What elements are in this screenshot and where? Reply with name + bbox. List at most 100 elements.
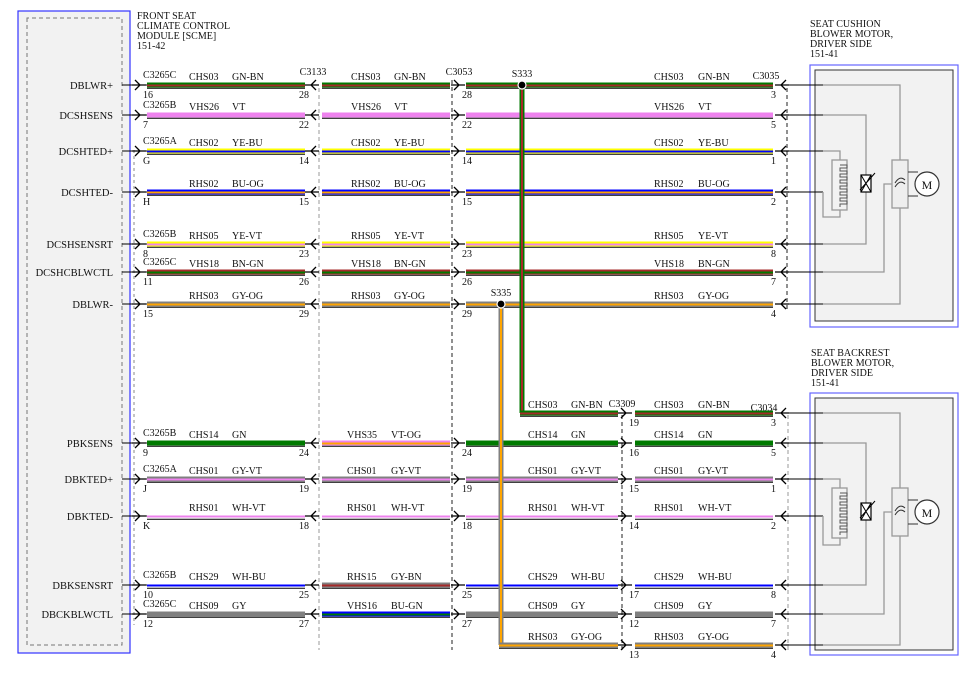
backrest-motor-title: DRIVER SIDE (811, 368, 873, 379)
female-terminal-icon (305, 437, 319, 449)
pin-number: 4 (771, 309, 776, 320)
thermistor-icon (859, 172, 876, 193)
wire-segment-color-label: GN-BN (232, 72, 264, 83)
wire-segment-color-label: GN-BN (698, 72, 730, 83)
wire-segment[interactable] (635, 440, 773, 447)
wire-segment[interactable] (322, 582, 450, 589)
wire-segment-circuit-label: RHS03 (189, 291, 218, 302)
pin-number: 25 (462, 590, 472, 601)
pin-number: 17 (629, 590, 639, 601)
connector-c3309-label: C3309 (609, 399, 636, 410)
pin-number: 19 (629, 418, 639, 429)
wire-segment[interactable] (466, 269, 773, 276)
wire-segment-color-label: BN-GN (394, 259, 426, 270)
male-terminal-icon (451, 473, 465, 485)
wire-segment[interactable] (322, 301, 450, 308)
pin-number: 14 (299, 156, 309, 167)
wire-segment-color-label: YE-VT (698, 231, 728, 242)
wire-segment[interactable] (635, 611, 773, 618)
pin-number: 8 (771, 590, 776, 601)
male-terminal-icon (451, 510, 465, 522)
female-terminal-icon (305, 473, 319, 485)
wire-segment[interactable] (147, 476, 305, 483)
wire-segment[interactable] (147, 611, 305, 618)
wire-segment[interactable] (466, 582, 618, 589)
signal-name: DBLWR- (72, 300, 113, 311)
wire-segment[interactable] (466, 440, 618, 447)
wire-segment[interactable] (635, 582, 773, 589)
pin-number: 23 (299, 249, 309, 260)
wire-segment[interactable] (466, 189, 773, 196)
wire-segment[interactable] (466, 513, 618, 520)
wire-segment[interactable] (147, 582, 305, 589)
connector-c3053-label: C3053 (446, 67, 473, 78)
wire-segment[interactable] (520, 410, 618, 417)
signal-name: DCSHCBLWCTL (36, 268, 113, 279)
male-terminal-icon (451, 186, 465, 198)
thermistor-icon (859, 500, 876, 521)
wire-segment[interactable] (466, 301, 773, 308)
wire-segment[interactable] (147, 189, 305, 196)
pin-number: 28 (462, 90, 472, 101)
wire-segment-circuit-label: VHS18 (351, 259, 381, 270)
wire-segment[interactable] (322, 82, 450, 89)
wire-segment[interactable] (322, 112, 450, 119)
internal-wire (823, 511, 892, 615)
wire-segment-circuit-label: CHS14 (189, 430, 218, 441)
wire-segment-color-label: GY-VT (698, 466, 728, 477)
wire-segment[interactable] (322, 440, 450, 447)
wire-segment-circuit-label: RHS05 (654, 231, 683, 242)
module-title: CLIMATE CONTROL (137, 21, 230, 32)
wire-segment-color-label: BN-GN (232, 259, 264, 270)
wire-segment-circuit-label: CHS02 (654, 138, 683, 149)
wire-segment[interactable] (147, 269, 305, 276)
wire-segment[interactable] (322, 148, 450, 155)
wire-segment-circuit-label: RHS01 (528, 503, 557, 514)
motor-symbol: M (922, 506, 933, 520)
wire-segment[interactable] (147, 440, 305, 447)
wire-segment-color-label: GN-BN (698, 400, 730, 411)
wire-segment[interactable] (322, 476, 450, 483)
wire-segment[interactable] (466, 112, 773, 119)
wire-segment[interactable] (466, 611, 618, 618)
wire-segment[interactable] (147, 112, 305, 119)
wire-segment-circuit-label: RHS02 (351, 179, 380, 190)
wire-segment-color-label: YE-BU (232, 138, 263, 149)
wire-segment[interactable] (147, 513, 305, 520)
male-terminal-icon (132, 298, 146, 310)
wire-segment[interactable] (147, 241, 305, 248)
wire-segment[interactable] (635, 476, 773, 483)
wire-segment-color-label: GY-OG (571, 632, 602, 643)
pin-number: 11 (143, 277, 153, 288)
connector-c3133-label: C3133 (300, 67, 327, 78)
male-terminal-icon (132, 510, 146, 522)
wire-segment-color-label: GN (232, 430, 246, 441)
wire-segment[interactable] (466, 476, 618, 483)
motor-symbol: M (922, 178, 933, 192)
wire-segment[interactable] (466, 148, 773, 155)
wire-segment[interactable] (635, 642, 773, 649)
wire-segment[interactable] (466, 241, 773, 248)
wire-segment[interactable] (466, 82, 773, 89)
wire-segment[interactable] (499, 642, 618, 649)
wire-segment-circuit-label: RHS02 (654, 179, 683, 190)
wire-segment[interactable] (322, 611, 450, 618)
male-terminal-icon (132, 579, 146, 591)
wire-segment[interactable] (147, 82, 305, 89)
wire-segment-color-label: WH-BU (698, 572, 733, 583)
pin-number: 29 (462, 309, 472, 320)
wire-segment[interactable] (322, 189, 450, 196)
pin-number: 1 (771, 156, 776, 167)
cushion-motor-title: DRIVER SIDE (810, 39, 872, 50)
pin-number: 2 (771, 197, 776, 208)
connector-c3034-label: C3034 (751, 403, 778, 414)
wire-segment[interactable] (635, 410, 773, 417)
wire-segment[interactable] (147, 148, 305, 155)
wire-segment[interactable] (147, 301, 305, 308)
wire-segment[interactable] (322, 241, 450, 248)
connector-id: C3265C (143, 257, 177, 268)
wire-segment[interactable] (322, 269, 450, 276)
wire-segment[interactable] (322, 513, 450, 520)
male-terminal-icon (451, 109, 465, 121)
wire-segment[interactable] (635, 513, 773, 520)
